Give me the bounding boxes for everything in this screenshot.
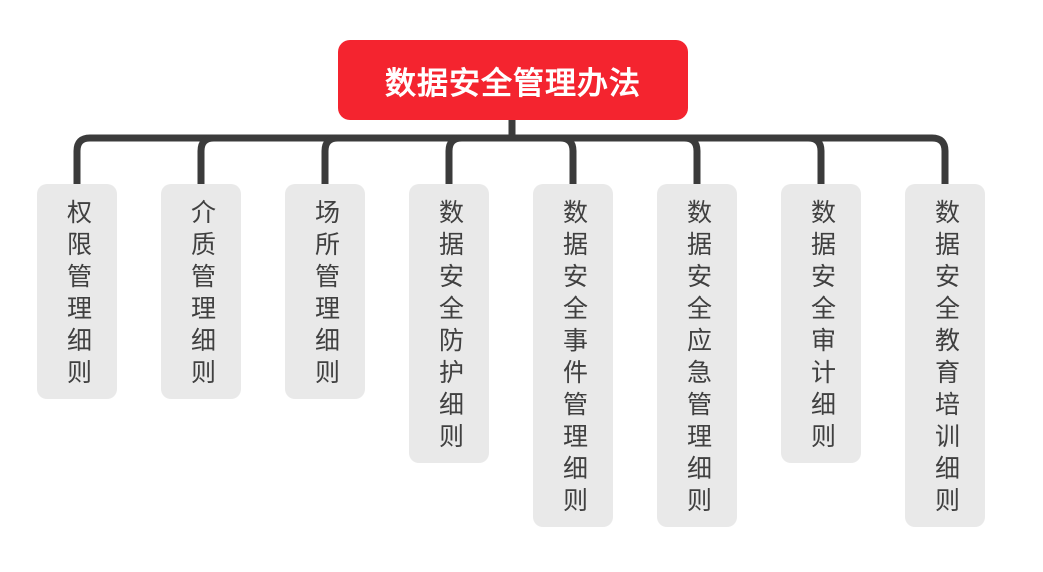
node-label: 数据安全应急管理细则	[683, 199, 712, 519]
node-data-security-emergency-management[interactable]: 数据安全应急管理细则	[657, 184, 737, 527]
branch-connector-4	[445, 134, 512, 186]
node-data-security-audit[interactable]: 数据安全审计细则	[781, 184, 861, 463]
node-label: 数据安全教育培训细则	[931, 199, 960, 519]
branch-connector-7	[512, 134, 825, 186]
branch-connector-2	[197, 134, 512, 186]
node-media-management[interactable]: 介质管理细则	[161, 184, 241, 399]
root-topic[interactable]: 数据安全管理办法	[338, 40, 688, 120]
node-label: 场所管理细则	[311, 199, 340, 391]
node-data-security-protection[interactable]: 数据安全防护细则	[409, 184, 489, 463]
node-label: 介质管理细则	[187, 199, 216, 391]
node-label: 数据安全审计细则	[807, 199, 836, 455]
node-permission-management[interactable]: 权限管理细则	[37, 184, 117, 399]
branch-connector-8	[512, 134, 949, 186]
node-label: 权限管理细则	[63, 199, 92, 391]
node-data-security-education-training[interactable]: 数据安全教育培训细则	[905, 184, 985, 527]
node-label: 数据安全事件管理细则	[559, 199, 588, 519]
root-topic-label: 数据安全管理办法	[385, 65, 641, 101]
branch-connector-3	[321, 134, 512, 186]
node-data-security-incident-management[interactable]: 数据安全事件管理细则	[533, 184, 613, 527]
branch-connector-5	[512, 134, 577, 186]
branch-connector-6	[512, 134, 701, 186]
node-site-management[interactable]: 场所管理细则	[285, 184, 365, 399]
branch-connector-1	[73, 134, 512, 186]
node-label: 数据安全防护细则	[435, 199, 464, 455]
